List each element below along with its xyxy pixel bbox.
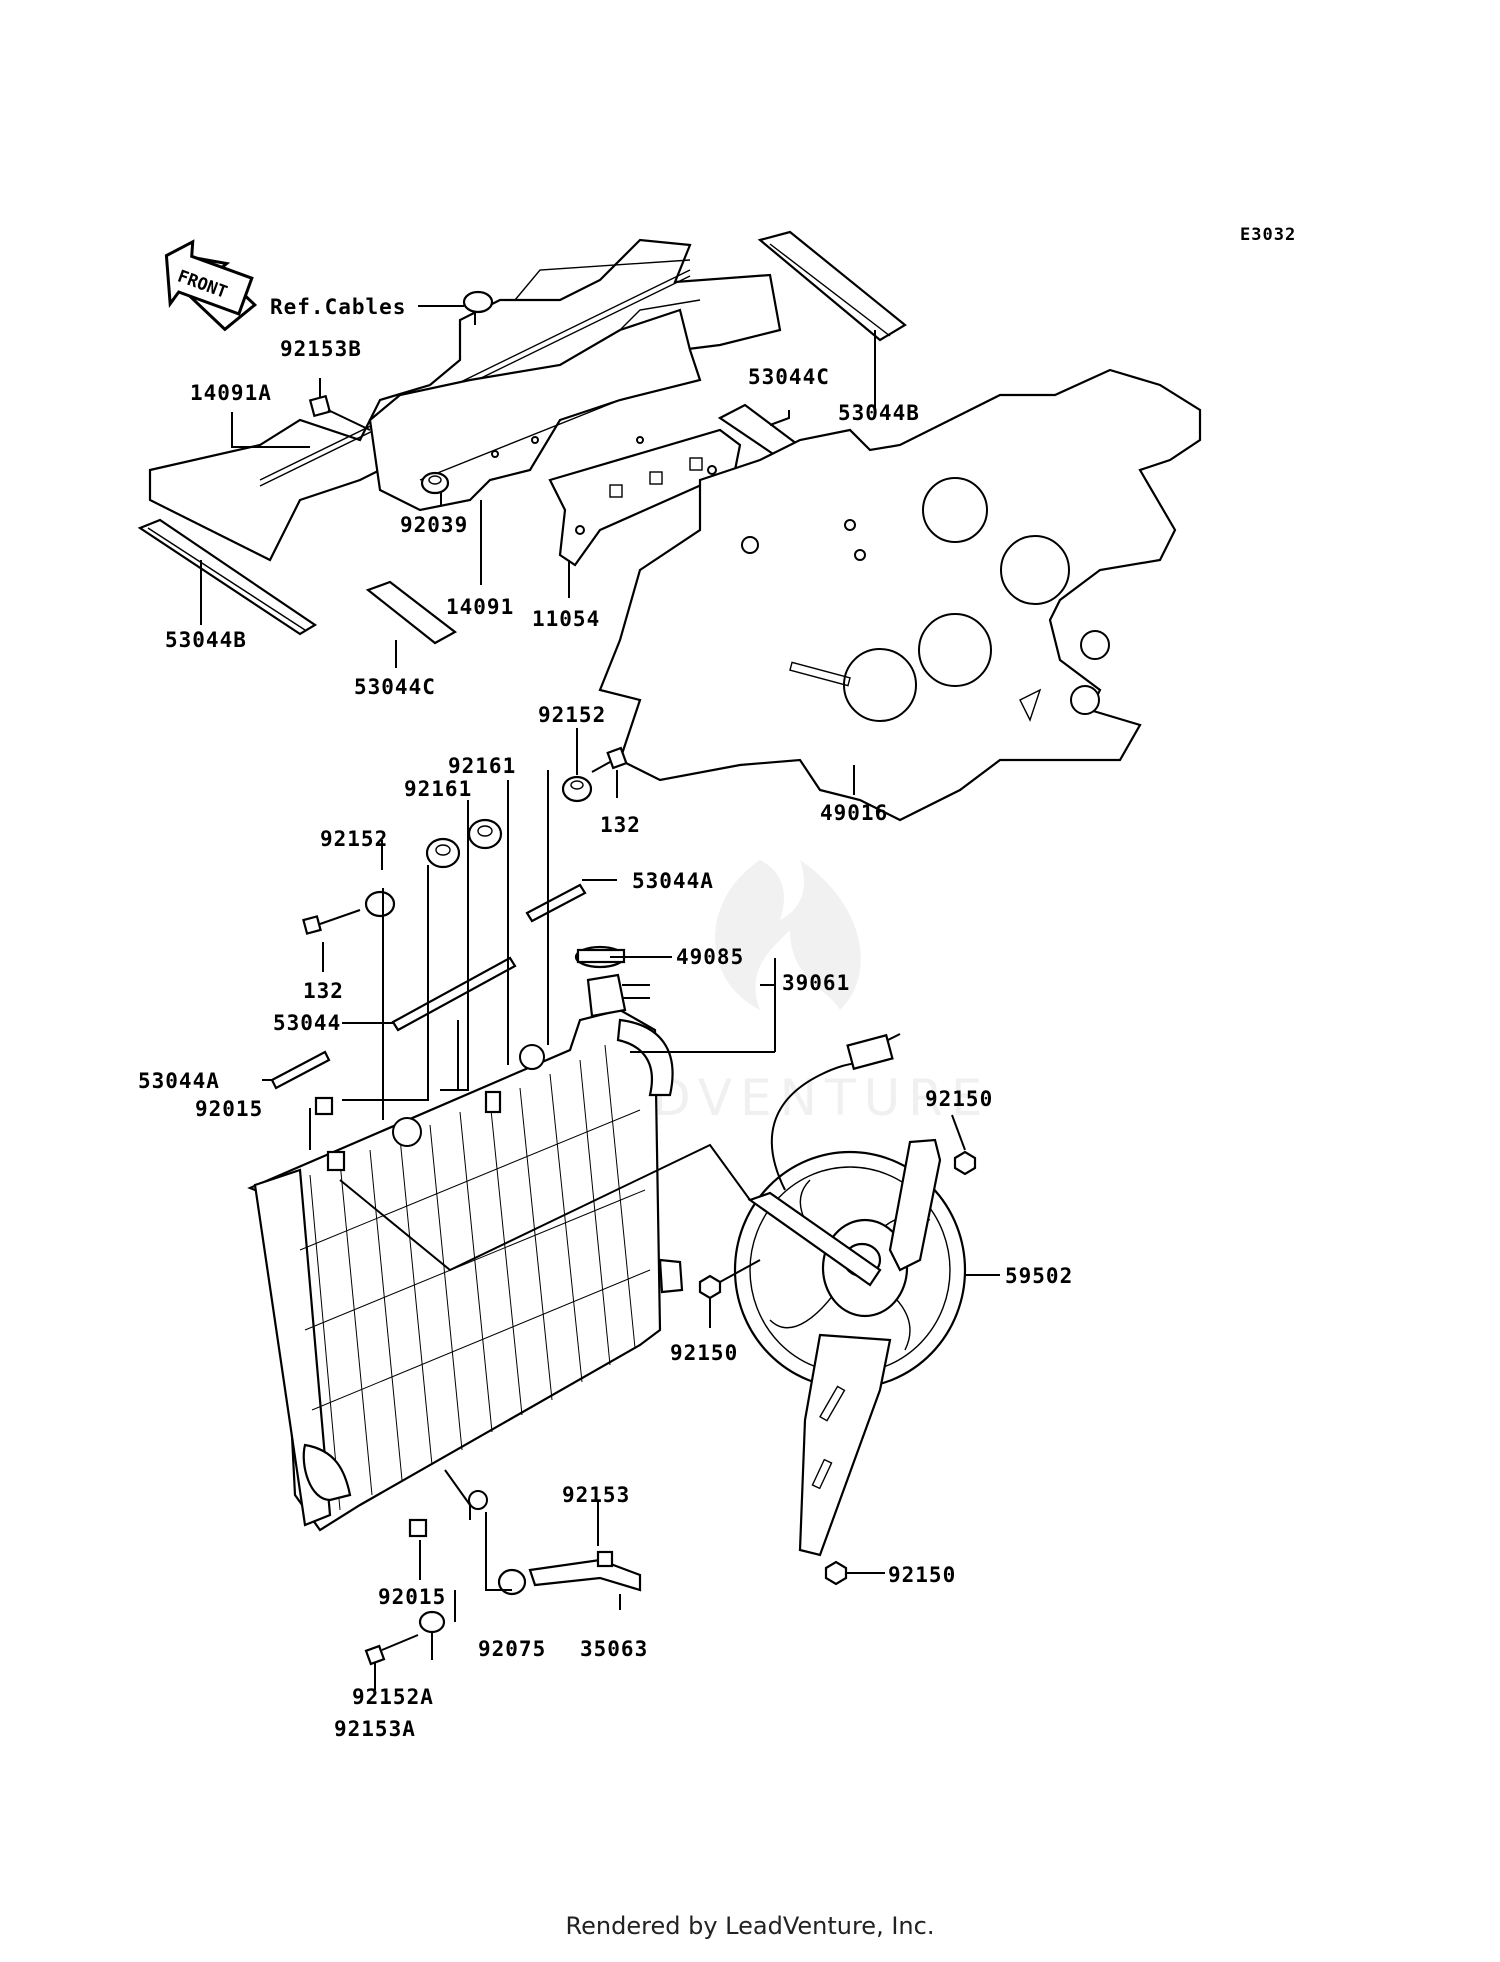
nut-92150-mid-icon — [698, 1274, 722, 1300]
label-49016: 49016 — [820, 801, 888, 825]
grommet-92039-icon — [420, 471, 450, 495]
diagram-code: E3032 — [1240, 225, 1296, 245]
label-92039: 92039 — [400, 513, 468, 537]
label-14091A: 14091A — [190, 381, 272, 405]
label-92150-mid: 92150 — [670, 1341, 738, 1365]
part-labels: Ref.Cables 92153B 14091A 53044C 53044B 9… — [138, 295, 1073, 1741]
label-92153A: 92153A — [334, 1717, 416, 1741]
bracket-11054 — [548, 428, 742, 567]
damper-92161-a-icon — [425, 837, 461, 869]
bolt-132-left-icon — [302, 909, 361, 935]
strip-53044B-left — [137, 518, 318, 636]
hose-53044A-left — [270, 1050, 331, 1090]
label-35063: 35063 — [580, 1637, 648, 1661]
label-53044A-left: 53044A — [138, 1069, 220, 1093]
cable-clamp-icon — [462, 290, 494, 325]
label-11054: 11054 — [532, 607, 600, 631]
label-53044C-top: 53044C — [748, 365, 830, 389]
label-92152-left: 92152 — [320, 827, 388, 851]
radiator-39061 — [247, 973, 684, 1532]
label-92150-top: 92150 — [925, 1087, 993, 1111]
label-132-top: 132 — [600, 813, 641, 837]
front-arrow-icon: FRONT — [164, 239, 258, 332]
label-59502: 59502 — [1005, 1264, 1073, 1288]
clip-92015-bottom-icon — [408, 1518, 428, 1538]
fan-assembly-59502 — [733, 1033, 967, 1557]
label-92161-b: 92161 — [404, 777, 472, 801]
label-14091: 14091 — [446, 595, 514, 619]
nut-92150-bottom-icon — [824, 1560, 848, 1586]
strip-53044C-bottom — [365, 580, 458, 645]
strip-53044B-top — [757, 230, 907, 342]
radiator-cap-49085-icon — [574, 945, 626, 969]
grommet-92075-icon — [497, 1568, 527, 1596]
nut-92150-top-icon — [953, 1150, 977, 1176]
radiator-fins — [299, 1044, 651, 1511]
bolt-92153A-icon — [364, 1634, 419, 1666]
label-ref-cables: Ref.Cables — [270, 295, 406, 319]
label-53044A-top: 53044A — [632, 869, 714, 893]
label-53044B-top: 53044B — [838, 401, 920, 425]
bracket-35063-icon — [528, 1558, 642, 1592]
bolt-92153B-icon — [308, 394, 371, 431]
heat-shield-14091 — [368, 308, 702, 512]
bolt-92153-icon — [596, 1550, 614, 1568]
label-49085: 49085 — [676, 945, 744, 969]
label-53044: 53044 — [273, 1011, 341, 1035]
label-92015-bottom: 92015 — [378, 1585, 446, 1609]
collar-92152-left-icon — [364, 890, 396, 918]
label-92075: 92075 — [478, 1637, 546, 1661]
bolt-132-top-icon — [591, 746, 628, 773]
leader-lines — [200, 305, 1000, 1690]
damper-92161-b-icon — [467, 818, 503, 850]
label-92152-top: 92152 — [538, 703, 606, 727]
hose-53044 — [391, 956, 517, 1032]
watermark: ADVENTURE — [610, 860, 983, 1127]
collar-92152A-icon — [418, 1610, 446, 1634]
label-92015-top: 92015 — [195, 1097, 263, 1121]
clip-92015-top-icon — [314, 1096, 334, 1116]
hose-53044A-top — [525, 883, 587, 923]
label-53044C-bottom: 53044C — [354, 675, 436, 699]
collar-92152-top-icon — [561, 775, 593, 803]
label-92153: 92153 — [562, 1483, 630, 1507]
label-53044B-left: 53044B — [165, 628, 247, 652]
label-132-left: 132 — [303, 979, 344, 1003]
label-92153B: 92153B — [280, 337, 362, 361]
label-39061: 39061 — [782, 971, 850, 995]
label-92161-a: 92161 — [448, 754, 516, 778]
label-92152A: 92152A — [352, 1685, 434, 1709]
footer-credit: Rendered by LeadVenture, Inc. — [565, 1912, 935, 1940]
insulator-49016 — [598, 368, 1202, 822]
label-92150-bottom: 92150 — [888, 1563, 956, 1587]
